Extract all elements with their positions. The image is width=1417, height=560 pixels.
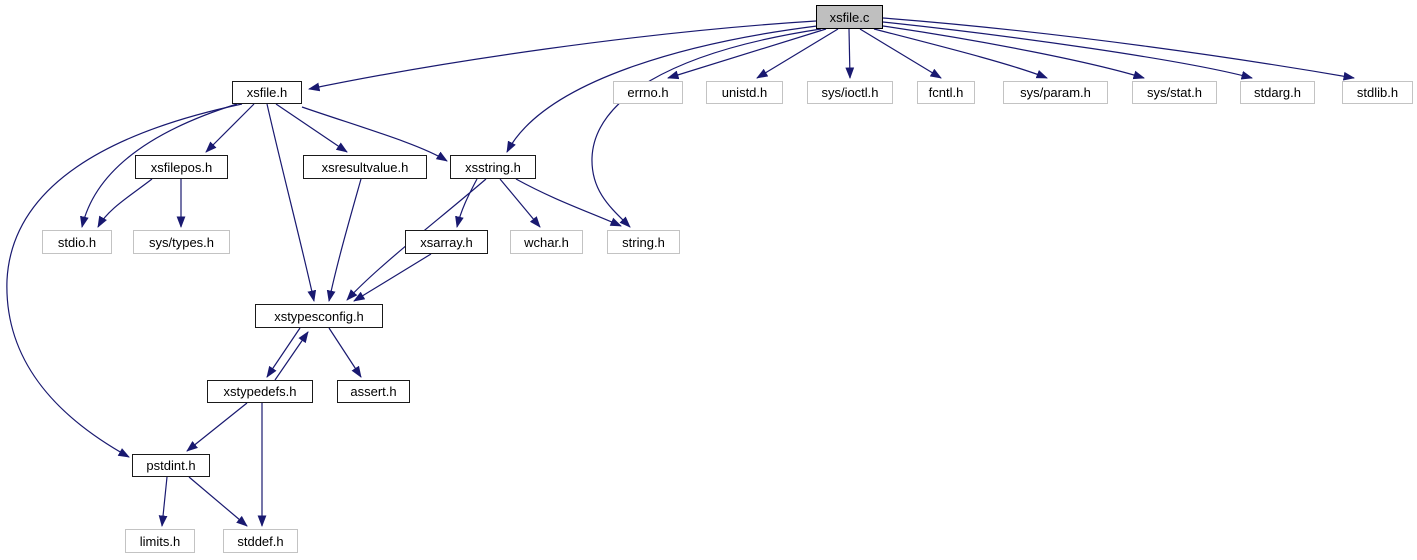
graph-node-stdlib-h: stdlib.h: [1342, 81, 1413, 104]
graph-node-xstypesconfig-h[interactable]: xstypesconfig.h: [255, 304, 383, 328]
include-edge-xsfile-c-to-sys-param-h: [873, 28, 1048, 79]
include-edge-pstdint-h-to-limits-h: [158, 476, 168, 527]
graph-node-pstdint-h[interactable]: pstdint.h: [132, 454, 210, 477]
include-edge-xsresultvalue-h-to-xstypesconfig-h: [326, 178, 362, 302]
graph-node-stdio-h: stdio.h: [42, 230, 112, 254]
include-edge-xstypedefs-h-to-pstdint-h: [186, 402, 248, 452]
graph-node-xstypedefs-h[interactable]: xstypedefs.h: [207, 380, 313, 403]
include-edge-xsfilepos-h-to-stdio-h: [97, 178, 153, 228]
include-edge-xsstring-h-to-xsarray-h: [455, 178, 478, 228]
include-edge-xsfile-c-to-stdarg-h: [882, 21, 1253, 80]
include-edge-xsstring-h-to-wchar-h: [499, 178, 541, 228]
include-edge-xstypesconfig-h-to-xstypedefs-h: [266, 327, 301, 378]
graph-node-stdarg-h: stdarg.h: [1240, 81, 1315, 104]
graph-node-xsarray-h[interactable]: xsarray.h: [405, 230, 488, 254]
graph-node-fcntl-h: fcntl.h: [917, 81, 975, 104]
include-edge-pstdint-h-to-stddef-h: [188, 476, 248, 527]
include-edge-xsfile-c-to-unistd-h: [756, 28, 839, 79]
graph-node-stddef-h: stddef.h: [223, 529, 298, 553]
include-edge-xsfile-h-to-pstdint-h: [6, 103, 243, 458]
include-edge-xsfile-c-to-xsfile-h: [308, 20, 817, 92]
graph-node-assert-h[interactable]: assert.h: [337, 380, 410, 403]
include-edge-xsfile-c-to-stdlib-h: [882, 17, 1355, 81]
include-edge-xsfile-h-to-xstypesconfig-h: [266, 103, 317, 302]
graph-node-sys-stat-h: sys/stat.h: [1132, 81, 1217, 104]
graph-node-xsfile-c[interactable]: xsfile.c: [816, 5, 883, 29]
include-edge-xsfile-c-to-string-h: [591, 28, 822, 228]
include-edge-xstypesconfig-h-to-assert-h: [328, 327, 362, 378]
graph-node-xsresultvalue-h[interactable]: xsresultvalue.h: [303, 155, 427, 179]
graph-node-unistd-h: unistd.h: [706, 81, 783, 104]
graph-node-wchar-h: wchar.h: [510, 230, 583, 254]
include-edge-xsfile-h-to-stdio-h: [80, 103, 238, 228]
include-edge-xsfile-c-to-xsstring-h: [506, 25, 818, 153]
include-edge-xsarray-h-to-xstypesconfig-h: [353, 253, 432, 302]
graph-node-xsfilepos-h[interactable]: xsfilepos.h: [135, 155, 228, 179]
graph-node-sys-ioctl-h: sys/ioctl.h: [807, 81, 893, 104]
graph-node-sys-param-h: sys/param.h: [1003, 81, 1108, 104]
graph-node-sys-types-h: sys/types.h: [133, 230, 230, 254]
graph-node-limits-h: limits.h: [125, 529, 195, 553]
graph-node-string-h: string.h: [607, 230, 680, 254]
graph-node-errno-h: errno.h: [613, 81, 683, 104]
include-edge-xsfile-h-to-xsstring-h: [301, 106, 448, 162]
include-edge-xsfile-h-to-xsresultvalue-h: [275, 103, 348, 153]
include-edge-xstypedefs-h-to-xstypesconfig-h: [274, 331, 309, 381]
graph-node-xsstring-h[interactable]: xsstring.h: [450, 155, 536, 179]
include-edge-xsfile-c-to-fcntl-h: [859, 28, 942, 79]
include-edge-xsfile-h-to-xsfilepos-h: [205, 103, 255, 153]
include-edge-xsfile-c-to-sys-ioctl-h: [845, 28, 855, 79]
include-edge-xsfile-c-to-sys-stat-h: [882, 25, 1145, 80]
include-edge-xsstring-h-to-string-h: [515, 178, 622, 227]
include-edge-xsfile-c-to-errno-h: [667, 28, 827, 80]
graph-node-xsfile-h[interactable]: xsfile.h: [232, 81, 302, 104]
